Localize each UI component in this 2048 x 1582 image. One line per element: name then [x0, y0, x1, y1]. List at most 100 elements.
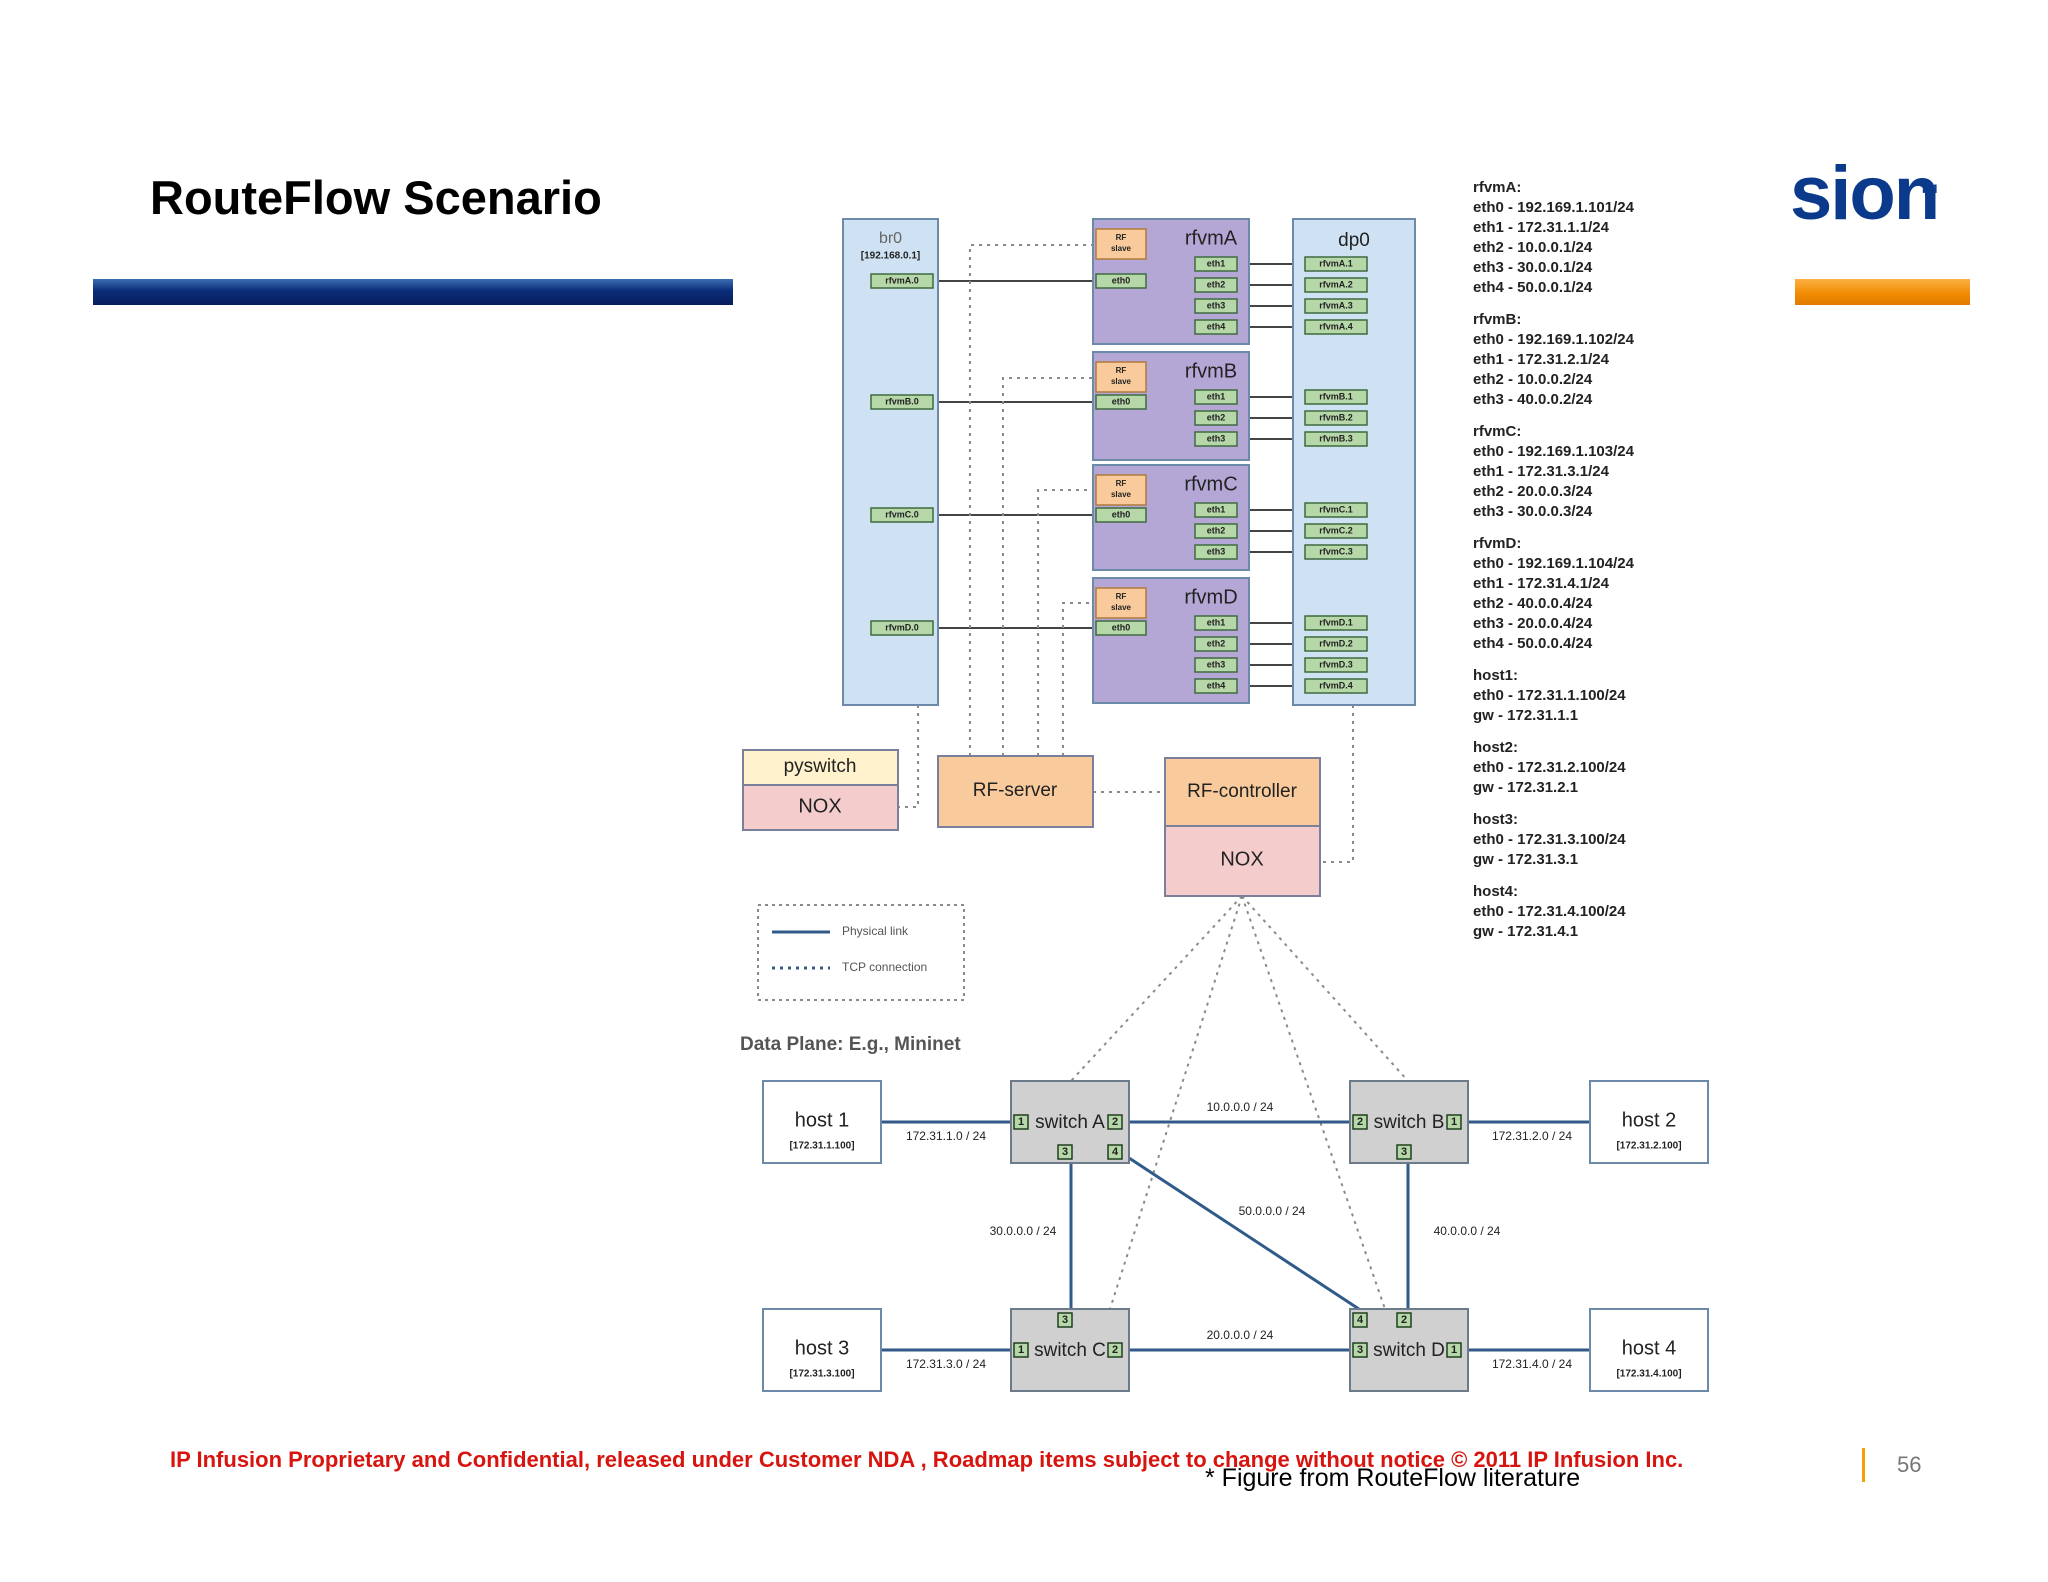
legend-tcp-label: TCP connection	[842, 960, 927, 974]
config-heading: host4:	[1473, 883, 1518, 900]
figure-credit: * Figure from RouteFlow literature	[1205, 1464, 1581, 1492]
controller-nox-box	[1164, 825, 1321, 897]
config-line: eth0 - 192.169.1.101/24	[1473, 199, 1635, 216]
dp0-port	[1304, 319, 1368, 335]
rf-slave-label: slave	[1111, 244, 1132, 253]
footer-separator	[1862, 1448, 1865, 1482]
dp0-port	[1304, 544, 1368, 560]
pyswitch-label: pyswitch	[784, 756, 857, 777]
vm-name-rfvmB: rfvmB	[1185, 360, 1237, 382]
iface-label: eth1	[1207, 504, 1226, 514]
config-line: gw - 172.31.3.1	[1473, 851, 1578, 868]
eth0-port-rfvmA	[1095, 273, 1147, 289]
dp0-port	[1304, 431, 1368, 447]
dp0-port	[1304, 502, 1368, 518]
link-label-c-d: 20.0.0.0 / 24	[1207, 1328, 1274, 1342]
links-layer	[881, 244, 1590, 1352]
dp0-port-label: rfvmB.3	[1319, 433, 1353, 443]
tcp-controller-switch-1	[1241, 895, 1409, 1082]
switch-name: switch D	[1373, 1340, 1445, 1361]
dp0-port	[1304, 678, 1368, 694]
dp0-port-label: rfvmB.1	[1319, 391, 1353, 401]
iface-port-rfvmD	[1194, 657, 1238, 673]
config-line: eth4 - 50.0.0.4/24	[1473, 635, 1593, 652]
dp0-port-label: rfvmA.1	[1319, 258, 1353, 268]
switch-port-label: 1	[1018, 1344, 1024, 1356]
config-heading: host1:	[1473, 667, 1518, 684]
config-heading: rfvmB:	[1473, 311, 1521, 328]
vm-name-rfvmD: rfvmD	[1184, 586, 1237, 608]
eth0-port-rfvmC	[1095, 507, 1147, 523]
br0-port-label: rfvmB.0	[885, 396, 919, 406]
config-line: eth2 - 10.0.0.2/24	[1473, 371, 1593, 388]
eth0-label: eth0	[1112, 622, 1131, 632]
br0-port-rfvmC	[870, 507, 934, 523]
link-label-h3-c: 172.31.3.0 / 24	[906, 1357, 986, 1371]
iface-label: eth3	[1207, 659, 1226, 669]
dp0-label: dp0	[1338, 230, 1370, 251]
host-name: host 4	[1622, 1337, 1676, 1359]
dp0-port-label: rfvmD.2	[1319, 638, 1353, 648]
config-line: eth2 - 40.0.0.4/24	[1473, 595, 1593, 612]
nodes-layer: br0[192.168.0.1]dp0rfvmARFslaveeth0rfvmA…	[740, 218, 1709, 1392]
link-label-b-h2: 172.31.2.0 / 24	[1492, 1129, 1572, 1143]
dp0-port-label: rfvmB.2	[1319, 412, 1353, 422]
switch-port	[1107, 1114, 1123, 1130]
switch-port	[1396, 1144, 1412, 1160]
iface-port-rfvmA	[1194, 319, 1238, 335]
dp0-port	[1304, 636, 1368, 652]
config-line: eth0 - 192.169.1.104/24	[1473, 555, 1635, 572]
config-line: gw - 172.31.1.1	[1473, 707, 1578, 724]
config-line: eth0 - 172.31.3.100/24	[1473, 831, 1626, 848]
rf-server-box	[937, 755, 1094, 828]
switch-port	[1446, 1114, 1462, 1130]
iface-label: eth2	[1207, 412, 1226, 422]
switch-port-label: 2	[1401, 1314, 1407, 1326]
company-logo: sion	[1790, 151, 1940, 236]
footer-confidentiality-notice: IP Infusion Proprietary and Confidential…	[170, 1447, 1684, 1472]
config-line: eth0 - 172.31.1.100/24	[1473, 687, 1626, 704]
tcp-rfserver-rfvmD	[1062, 602, 1093, 756]
iface-label: eth1	[1207, 617, 1226, 627]
rf-slave-rfvmB	[1095, 361, 1147, 393]
switch-port-label: 4	[1357, 1314, 1364, 1326]
host-box-3	[762, 1308, 882, 1392]
host-box-2	[1589, 1080, 1709, 1164]
rf-slave-label: slave	[1111, 603, 1132, 612]
config-line: eth0 - 192.169.1.102/24	[1473, 331, 1635, 348]
dp0-port-label: rfvmA.2	[1319, 279, 1353, 289]
iface-port-rfvmC	[1194, 544, 1238, 560]
rf-controller-label: RF-controller	[1187, 781, 1297, 802]
data-plane-label: Data Plane: E.g., Mininet	[740, 1034, 961, 1055]
switch-port	[1107, 1144, 1123, 1160]
brand-accent-band	[1795, 279, 1970, 305]
tcp-rfserver-rfvmA	[969, 244, 1093, 756]
config-line: eth0 - 172.31.2.100/24	[1473, 759, 1626, 776]
rf-slave-label: RF	[1116, 479, 1127, 488]
dp0-port-label: rfvmC.2	[1319, 525, 1353, 535]
switch-port-label: 1	[1451, 1116, 1457, 1128]
config-line: eth0 - 192.169.1.103/24	[1473, 443, 1635, 460]
rf-controller-box	[1164, 757, 1321, 827]
link-label-a-c: 30.0.0.0 / 24	[990, 1224, 1057, 1238]
eth0-port-rfvmB	[1095, 394, 1147, 410]
page-number: 56	[1897, 1452, 1922, 1477]
dp0-port	[1304, 657, 1368, 673]
iface-label: eth4	[1207, 321, 1226, 331]
switch-port	[1352, 1312, 1368, 1328]
config-line: gw - 172.31.4.1	[1473, 923, 1578, 940]
config-line: eth3 - 20.0.0.4/24	[1473, 615, 1593, 632]
config-line: gw - 172.31.2.1	[1473, 779, 1578, 796]
logo-trademark: TM	[1920, 182, 1938, 196]
dp0-port-label: rfvmA.3	[1319, 300, 1353, 310]
host-ip: [172.31.1.100]	[789, 1141, 854, 1152]
iface-label: eth2	[1207, 638, 1226, 648]
host-name: host 2	[1622, 1109, 1676, 1131]
dp0-port	[1304, 523, 1368, 539]
tcp-controller-switch-3	[1241, 895, 1386, 1310]
config-line: eth0 - 172.31.4.100/24	[1473, 903, 1626, 920]
br0-port-rfvmB	[870, 394, 934, 410]
dp0-port	[1304, 256, 1368, 272]
rf-slave-label: slave	[1111, 377, 1132, 386]
